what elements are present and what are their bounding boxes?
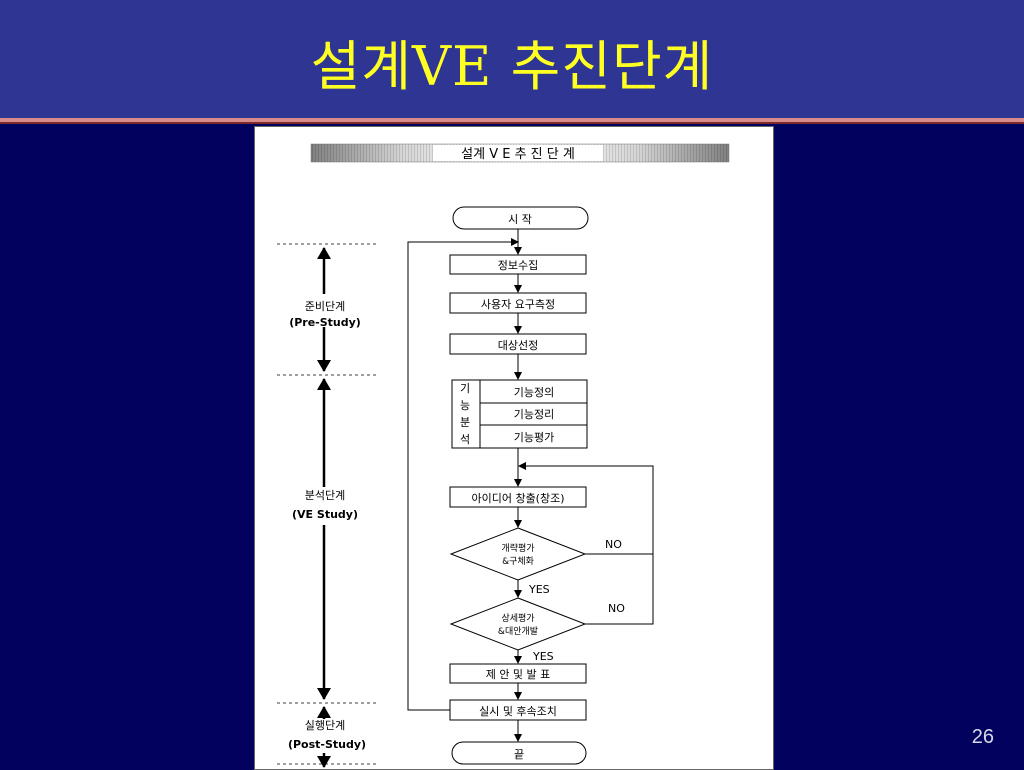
- phase-ve-study-sub: (VE Study): [292, 508, 358, 521]
- step-info-collection: 정보수집: [449, 254, 587, 275]
- page-number: 26: [971, 726, 994, 748]
- step-user-requirements: 사용자 요구측정: [449, 292, 587, 314]
- function-analysis-char: 기: [460, 382, 470, 395]
- step-target-label: 대상선정: [498, 339, 538, 352]
- step-implementation: 실시 및 후속조치: [449, 699, 587, 721]
- phase-pre-study-label: 준비단계: [305, 300, 345, 313]
- end-label: 끝: [514, 748, 524, 761]
- decision-detail-evaluation: 상세평가 &대안개발: [449, 597, 587, 651]
- title-bar: [0, 0, 1024, 118]
- diagram-banner-text: 설계 V E 추 진 단 계: [461, 147, 575, 162]
- decision-rough-line2: &구체화: [502, 556, 534, 567]
- no-label: NO: [608, 602, 625, 615]
- flowchart-panel: 설계 V E 추 진 단 계 시 작 정보수집 사용자 요구측정 대상선정 기: [254, 126, 774, 770]
- function-evaluation-label: 기능평가: [514, 431, 554, 444]
- diagram-banner: 설계 V E 추 진 단 계: [310, 143, 730, 163]
- function-arrangement-label: 기능정리: [514, 408, 554, 421]
- decision-detail-line1: 상세평가: [501, 613, 534, 624]
- start-label: 시 작: [508, 213, 532, 226]
- step-implementation-label: 실시 및 후속조치: [479, 705, 557, 718]
- end-terminal: 끝: [451, 741, 587, 765]
- flowchart-diagram: 설계 V E 추 진 단 계 시 작 정보수집 사용자 요구측정 대상선정 기: [277, 143, 730, 768]
- start-terminal: 시 작: [452, 206, 589, 230]
- phase-post-study-sub: (Post-Study): [288, 738, 366, 751]
- step-proposal: 제 안 및 발 표: [449, 663, 587, 684]
- yes-label: YES: [528, 583, 550, 596]
- phase-pre-study-sub: (Pre-Study): [289, 316, 361, 329]
- connector-no-loop-detail: [585, 554, 654, 625]
- phase-labels: 준비단계 (Pre-Study) 분석단계 (VE Study) 실행단계 (P…: [288, 300, 366, 751]
- function-analysis-char: 석: [460, 433, 470, 446]
- title-divider: [0, 118, 1024, 122]
- flow-connectors: [407, 229, 654, 742]
- step-idea-label: 아이디어 창출(창조): [471, 492, 564, 505]
- function-definition-label: 기능정의: [514, 386, 554, 399]
- function-analysis-char: 능: [460, 399, 470, 412]
- step-proposal-label: 제 안 및 발 표: [486, 668, 551, 681]
- connector-no-loop-rough: [518, 462, 654, 555]
- step-idea-creation: 아이디어 창출(창조): [449, 486, 587, 508]
- decision-rough-line1: 개략평가: [501, 542, 534, 554]
- phase-post-study-label: 실행단계: [305, 719, 345, 732]
- step-target-selection: 대상선정: [449, 333, 587, 355]
- yes-label: YES: [532, 650, 554, 663]
- phase-ve-study-label: 분석단계: [305, 489, 345, 502]
- step-user-req-label: 사용자 요구측정: [481, 298, 555, 311]
- function-analysis-block: 기 능 분 석 기능정의 기능정리 기능평가: [451, 379, 588, 449]
- title-divider-shadow: [0, 122, 1024, 124]
- connector-feedback-loop: [407, 238, 519, 711]
- function-analysis-char: 분: [460, 416, 470, 429]
- decision-detail-line2: &대안개발: [498, 626, 538, 637]
- slide-title: 설계VE 추진단계: [310, 35, 714, 98]
- step-info-label: 정보수집: [498, 259, 538, 272]
- decision-rough-evaluation: 개략평가 &구체화: [449, 527, 587, 581]
- no-label: NO: [605, 538, 622, 551]
